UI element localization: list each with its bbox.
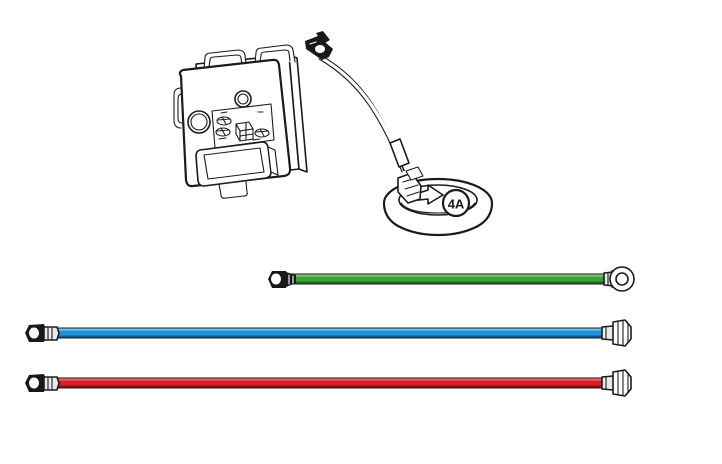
blue-cable-left-terminal (25, 324, 60, 342)
display-window (195, 141, 279, 187)
probe-connector-plug (305, 31, 333, 60)
coil-rating-badge: 4A (441, 188, 471, 218)
terminal-screw-2 (215, 127, 231, 137)
sensor-coil-group: 4A (305, 31, 494, 237)
terminal-screw-1 (216, 116, 232, 126)
green-cable-right-terminal (603, 266, 635, 292)
green-cable (268, 266, 635, 292)
connector-block (235, 121, 254, 142)
control-module-group (173, 44, 308, 199)
red-cable-left-terminal (25, 374, 60, 392)
red-cable (25, 369, 632, 397)
blue-cable (25, 319, 632, 347)
blue-cable-right-terminal (601, 319, 632, 347)
terminal-screw-3 (254, 128, 270, 138)
coil-rating-label: 4A (448, 197, 465, 212)
red-cable-right-terminal (601, 369, 632, 397)
green-cable-left-terminal (268, 271, 296, 288)
